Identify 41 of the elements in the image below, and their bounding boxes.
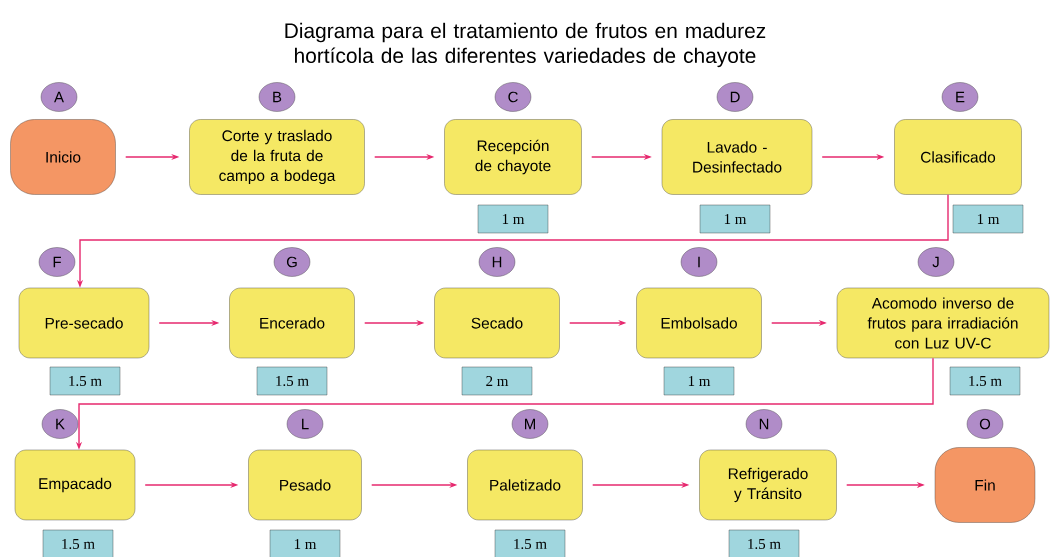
duration-box: 1 m (699, 204, 771, 234)
letter-badge: H (478, 247, 516, 277)
letter-badge: B (258, 82, 296, 112)
process-box: Encerado (229, 287, 355, 359)
letter-badge: M (511, 409, 549, 439)
letter-badge: E (941, 82, 979, 112)
letter-badge: K (41, 409, 79, 439)
process-box: Pre-secado (18, 287, 150, 359)
letter-badge: L (286, 409, 324, 439)
letter-badge: I (680, 247, 718, 277)
duration-box: 1 m (663, 366, 735, 396)
letter-badge: N (745, 409, 783, 439)
letter-badge: G (273, 247, 311, 277)
process-box: Refrigerado y Tránsito (699, 449, 837, 521)
letter-badge: D (716, 82, 754, 112)
process-box: Secado (434, 287, 560, 359)
letter-badge: A (40, 82, 78, 112)
title: Diagrama para el tratamiento de frutos en madurez hortícola de las diferentes variedades de chayote (285, 22, 766, 68)
process-box: Corte y traslado de la fruta de campo a bodega (189, 119, 365, 195)
duration-box: 1 m (477, 204, 549, 234)
letter-badge: J (917, 247, 955, 277)
duration-box: 1.5 m (256, 366, 328, 396)
duration-box: 1 m (269, 529, 341, 557)
process-box: Empacado (14, 449, 136, 521)
letter-badge: F (38, 247, 76, 277)
process-box: Lavado - Desinfectado (661, 119, 813, 195)
letter-badge: O (966, 409, 1004, 439)
process-box: Embolsado (636, 287, 762, 359)
duration-box: 1.5 m (42, 529, 114, 557)
duration-box: 1.5 m (494, 529, 566, 557)
process-box: Recepción de chayote (444, 119, 582, 195)
process-box: Acomodo inverso de frutos para irradiación con Luz UV-C (836, 287, 1050, 359)
duration-box: 1.5 m (949, 366, 1021, 396)
duration-box: 1.5 m (49, 366, 121, 396)
duration-box: 1.5 m (728, 529, 800, 557)
process-box: Pesado (248, 449, 362, 521)
duration-box: 2 m (461, 366, 533, 396)
process-box: Paletizado (467, 449, 583, 521)
letter-badge: C (494, 82, 532, 112)
duration-box: 1 m (952, 204, 1024, 234)
process-box: Clasificado (894, 119, 1022, 195)
